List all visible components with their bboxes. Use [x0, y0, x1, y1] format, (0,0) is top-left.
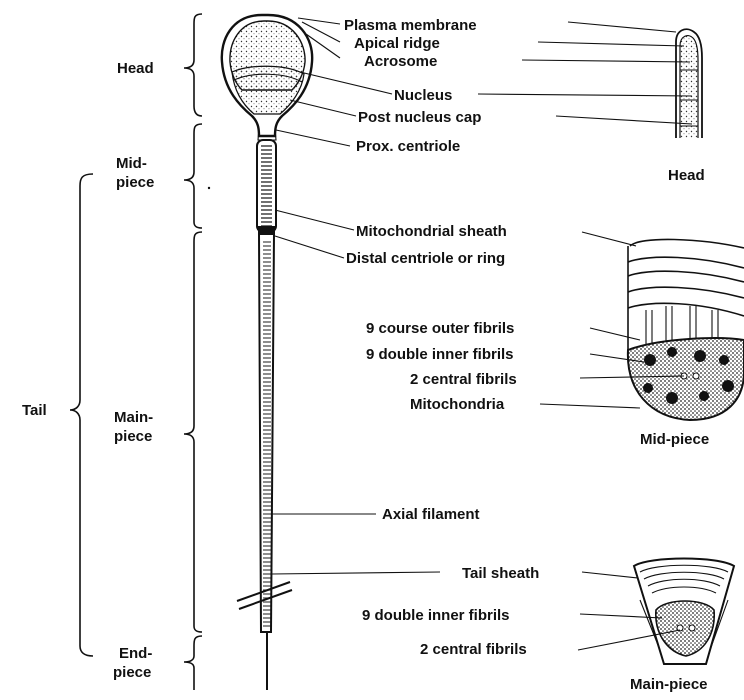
label-double-inner-fibrils-mid: 9 double inner fibrils — [366, 346, 514, 363]
label-acrosome: Acrosome — [364, 53, 437, 70]
label-plasma-membrane: Plasma membrane — [344, 17, 477, 34]
caption-head-detail: Head — [668, 167, 705, 184]
midpiece-region-label-2: piece — [116, 174, 154, 191]
label-nucleus: Nucleus — [394, 87, 452, 104]
label-apical-ridge: Apical ridge — [354, 35, 440, 52]
sperm-head — [222, 15, 312, 140]
caption-mainpiece-detail: Main-piece — [630, 676, 708, 693]
sperm-tail — [237, 234, 292, 690]
mainpiece-region-label-1: Main- — [114, 409, 153, 426]
label-mitochondria: Mitochondria — [410, 396, 505, 413]
endpiece-region-label-1: End- — [119, 645, 152, 662]
label-central-fibrils-main: 2 central fibrils — [420, 641, 527, 658]
caption-midpiece-detail: Mid-piece — [640, 431, 709, 448]
label-post-nucleus-cap: Post nucleus cap — [358, 109, 481, 126]
label-tail-sheath: Tail sheath — [462, 565, 539, 582]
midpiece-region-label-1: Mid- — [116, 155, 147, 172]
label-double-inner-fibrils-main: 9 double inner fibrils — [362, 607, 510, 624]
label-axial-filament: Axial filament — [382, 506, 480, 523]
tail-region-label: Tail — [22, 402, 47, 419]
endpiece-region-label-2: piece — [113, 664, 151, 681]
left-brackets — [70, 14, 210, 690]
midpiece-detail-figure — [628, 239, 744, 420]
label-course-outer-fibrils: 9 course outer fibrils — [366, 320, 514, 337]
head-region-label: Head — [117, 60, 154, 77]
sperm-midpiece — [257, 140, 276, 234]
mainpiece-detail-figure — [634, 559, 734, 665]
mainpiece-region-label-2: piece — [114, 428, 152, 445]
label-central-fibrils-mid: 2 central fibrils — [410, 371, 517, 388]
label-prox-centriole: Prox. centriole — [356, 138, 460, 155]
label-mitochondrial-sheath: Mitochondrial sheath — [356, 223, 507, 240]
label-distal-centriole: Distal centriole or ring — [346, 250, 505, 267]
